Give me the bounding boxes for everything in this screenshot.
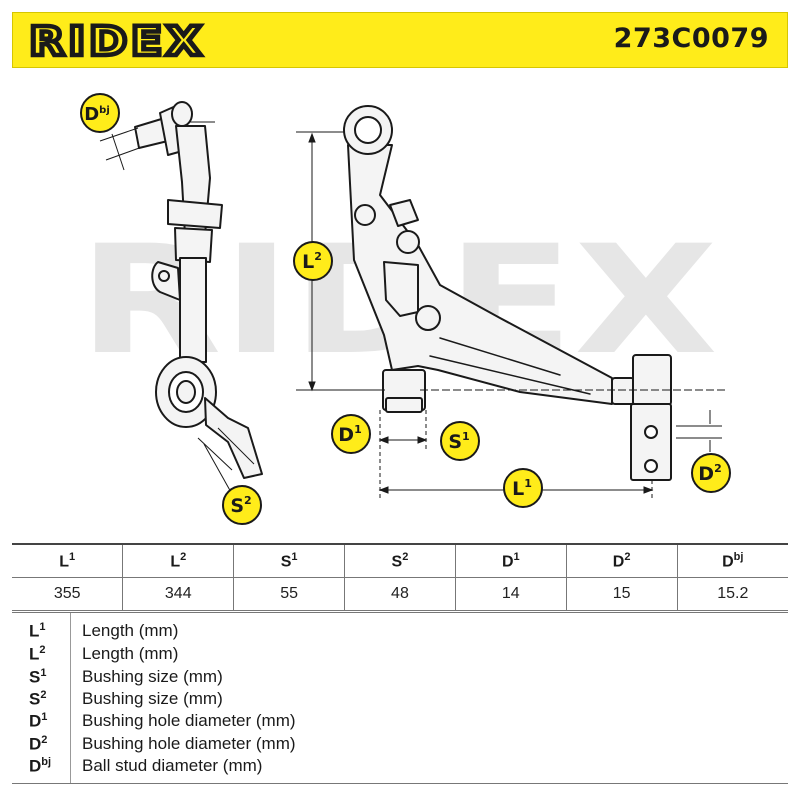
spec-value-l1: 355 <box>12 577 124 611</box>
legend: L1 Length (mm) L2 Length (mm) S1 Bushing… <box>12 612 788 784</box>
spec-value-d2: 15 <box>566 577 678 611</box>
legend-symbol: D2 <box>29 734 48 754</box>
spec-value-s1: 55 <box>233 577 346 611</box>
spec-header-l2: L2 <box>122 543 235 578</box>
header-bar: RIDEX 273C0079 <box>12 12 788 68</box>
legend-row: S1 Bushing size (mm) <box>12 667 788 689</box>
logo-text: RIDEX <box>29 21 205 61</box>
legend-description: Bushing size (mm) <box>82 689 223 708</box>
top-view-arm <box>343 105 672 481</box>
legend-symbol: S1 <box>29 667 47 687</box>
spec-header-s2: S2 <box>344 543 456 578</box>
legend-symbol: L1 <box>29 621 46 641</box>
part-number: 273C0079 <box>613 23 769 54</box>
legend-description: Length (mm) <box>82 644 179 663</box>
legend-row: D2 Bushing hole diameter (mm) <box>12 734 788 756</box>
label-l2: L2 <box>293 241 333 281</box>
legend-divider <box>70 613 71 783</box>
legend-symbol: S2 <box>29 689 47 709</box>
label-s1: S1 <box>440 421 480 461</box>
svg-text:Dbj: Dbj <box>84 104 110 125</box>
legend-description: Bushing hole diameter (mm) <box>82 734 296 753</box>
spec-header-d1: D1 <box>455 543 567 578</box>
svg-text:S1: S1 <box>448 430 469 453</box>
svg-text:L1: L1 <box>512 477 532 500</box>
legend-row: S2 Bushing size (mm) <box>12 689 788 711</box>
svg-text:D1: D1 <box>338 423 361 446</box>
side-view-arm <box>134 101 263 479</box>
spec-header-s1: S1 <box>233 543 346 578</box>
legend-row: L2 Length (mm) <box>12 644 788 666</box>
label-s2: S2 <box>222 485 262 525</box>
label-dbj: Dbj <box>80 93 120 133</box>
spec-header-dbj: Dbj <box>677 543 788 578</box>
spec-value-row: 355 344 55 48 14 15 15.2 <box>12 577 788 611</box>
legend-description: Bushing size (mm) <box>82 667 223 686</box>
label-l1: L1 <box>503 468 543 508</box>
control-arm-diagram: RIDEX <box>78 93 731 525</box>
spec-value-s2: 48 <box>344 577 456 611</box>
label-d1: D1 <box>331 414 371 454</box>
label-d2: D2 <box>691 453 731 493</box>
legend-symbol: D1 <box>29 711 48 731</box>
legend-row: L1 Length (mm) <box>12 621 788 643</box>
spec-header-d2: D2 <box>566 543 678 578</box>
legend-row: D1 Bushing hole diameter (mm) <box>12 711 788 733</box>
spec-value-l2: 344 <box>122 577 235 611</box>
svg-text:D2: D2 <box>698 462 721 485</box>
legend-description: Length (mm) <box>82 621 179 640</box>
spec-header-row: L1 L2 S1 S2 D1 D2 Dbj <box>12 543 788 578</box>
svg-text:S2: S2 <box>230 494 251 517</box>
ridex-logo: RIDEX <box>29 21 205 61</box>
legend-description: Bushing hole diameter (mm) <box>82 711 296 730</box>
spec-value-d1: 14 <box>455 577 567 611</box>
spec-value-dbj: 15.2 <box>677 577 788 611</box>
spec-table: L1 L2 S1 S2 D1 D2 Dbj 355 344 55 48 14 1… <box>12 543 788 611</box>
svg-text:L2: L2 <box>302 250 322 273</box>
legend-symbol: Dbj <box>29 756 52 776</box>
legend-symbol: L2 <box>29 644 46 664</box>
legend-row: Dbj Ball stud diameter (mm) <box>12 756 788 778</box>
legend-description: Ball stud diameter (mm) <box>82 756 263 775</box>
spec-header-l1: L1 <box>12 543 124 578</box>
